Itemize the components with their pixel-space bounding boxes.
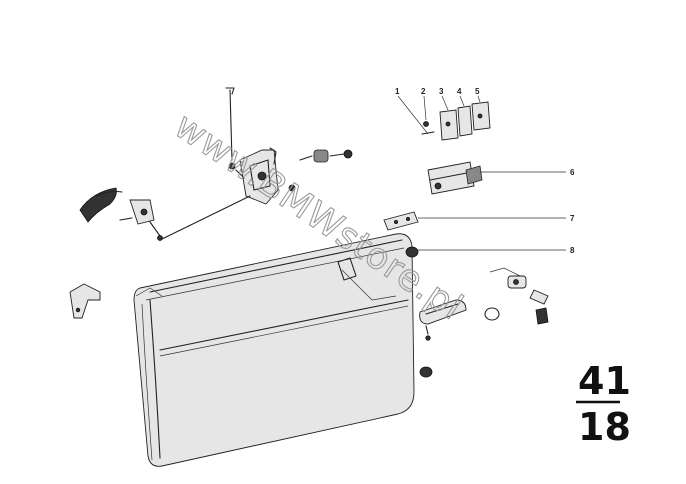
drain-plug (419, 366, 433, 378)
key-lock-cylinder (484, 267, 549, 325)
group-number: 41 18 (576, 359, 631, 449)
leader-lines (397, 95, 566, 251)
callout-6: 6 (570, 168, 575, 177)
group-number-bottom: 18 (578, 405, 631, 449)
grommet (405, 246, 419, 258)
plate (383, 211, 419, 231)
callout-8: 8 (570, 246, 575, 255)
door-shell (133, 233, 433, 467)
callout-5: 5 (475, 87, 480, 96)
callout-2: 2 (421, 87, 426, 96)
callout-labels: 1 2 3 4 5 6 7 8 (395, 87, 575, 255)
door-lock-body (427, 161, 483, 195)
callout-4: 4 (457, 87, 462, 96)
inside-handle (79, 187, 163, 241)
outside-handle (419, 299, 467, 341)
callout-1: 1 (395, 87, 400, 96)
bracket (69, 283, 101, 319)
callout-3: 3 (439, 87, 444, 96)
striker-parts (421, 101, 491, 141)
callout-7: 7 (570, 214, 575, 223)
lock-mechanism (159, 87, 353, 241)
group-number-top: 41 (578, 359, 631, 403)
